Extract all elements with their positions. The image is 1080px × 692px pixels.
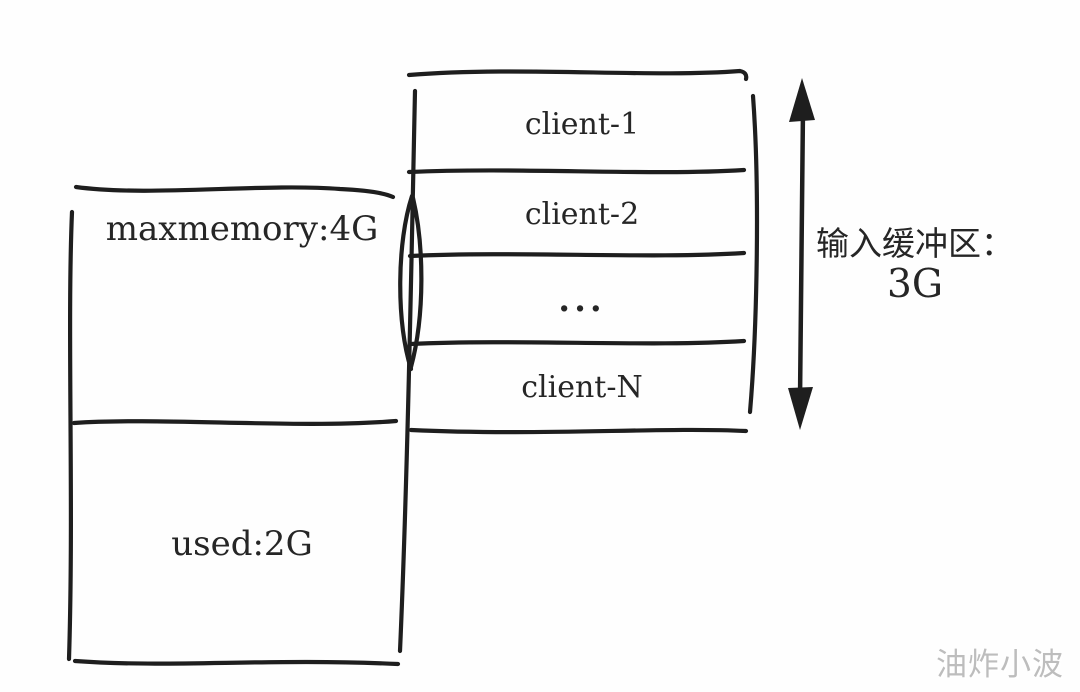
maxmemory-label: maxmemory:4G bbox=[105, 209, 379, 249]
client-row-label: client-2 bbox=[524, 196, 640, 232]
watermark: 油炸小波 bbox=[936, 647, 1064, 683]
input-buffer-annotation: 输入缓冲区： 3G bbox=[810, 224, 1020, 308]
double-arrow-icon bbox=[788, 78, 815, 430]
used-memory-label: used:2G bbox=[171, 524, 313, 564]
client-row-label: client-N bbox=[521, 369, 643, 405]
client-stack-outline bbox=[406, 68, 760, 435]
client-row-label: client-1 bbox=[524, 106, 640, 142]
client-row-ellipsis: ... bbox=[558, 280, 606, 320]
input-buffer-annotation-size: 3G bbox=[887, 262, 943, 308]
input-buffer-annotation-text: 输入缓冲区： bbox=[816, 224, 1014, 263]
memory-box-outline bbox=[66, 88, 424, 667]
